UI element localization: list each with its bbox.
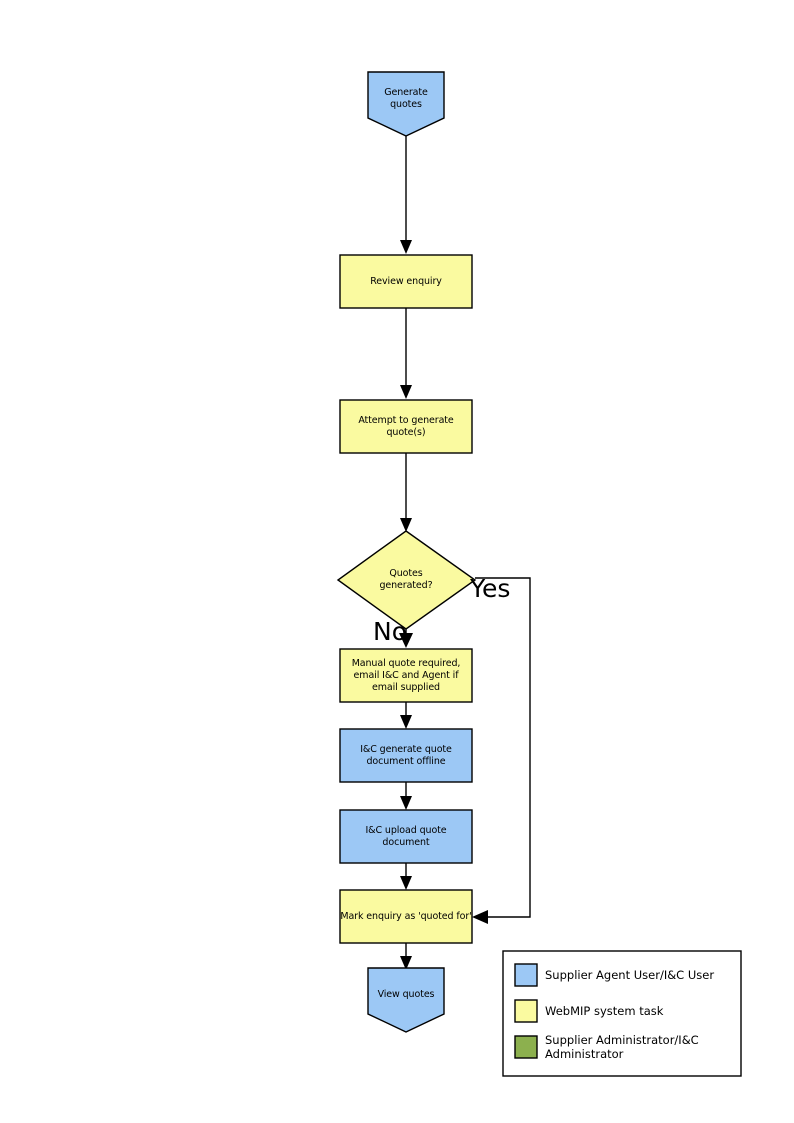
arrowhead-mark-top	[400, 876, 412, 890]
arrowhead-manual	[399, 633, 413, 648]
arrowhead-decision	[400, 518, 412, 532]
edge-label-no: No	[373, 617, 407, 646]
node-attempt-to-generate-quotes[interactable]	[339, 399, 473, 454]
arrowhead-attempt	[400, 385, 412, 399]
arrowhead-view	[400, 956, 412, 970]
legend-label-supplier-administrator: Supplier Administrator/I&C Administrator	[545, 1033, 699, 1061]
edge-yes-path	[475, 577, 531, 918]
node-generate-quotes[interactable]	[367, 71, 445, 137]
legend-swatch-supplier-agent-user	[514, 963, 538, 987]
legend-swatch-webmip-system-task	[514, 999, 538, 1023]
legend-label-webmip-system-task: WebMIP system task	[545, 1004, 664, 1018]
legend-panel	[502, 950, 742, 1077]
arrowheads	[399, 240, 488, 970]
node-review-enquiry[interactable]	[339, 254, 473, 309]
arrowhead-upload	[400, 796, 412, 810]
connectors	[405, 136, 531, 963]
arrowhead-mark-right	[472, 910, 488, 924]
node-manual-quote-required[interactable]	[339, 648, 473, 703]
node-ic-upload-quote-document[interactable]	[339, 809, 473, 864]
arrowhead-review	[400, 240, 412, 254]
legend-swatch-supplier-administrator	[514, 1035, 538, 1059]
node-mark-enquiry-as-quoted-for[interactable]	[339, 889, 473, 944]
node-view-quotes[interactable]	[367, 967, 445, 1033]
node-quotes-generated-decision[interactable]	[336, 530, 477, 630]
arrowhead-generate-offline	[400, 715, 412, 729]
legend-label-supplier-agent-user: Supplier Agent User/I&C User	[545, 968, 715, 982]
edge-label-yes: Yes	[470, 574, 511, 603]
node-ic-generate-quote-document-offline[interactable]	[339, 728, 473, 783]
